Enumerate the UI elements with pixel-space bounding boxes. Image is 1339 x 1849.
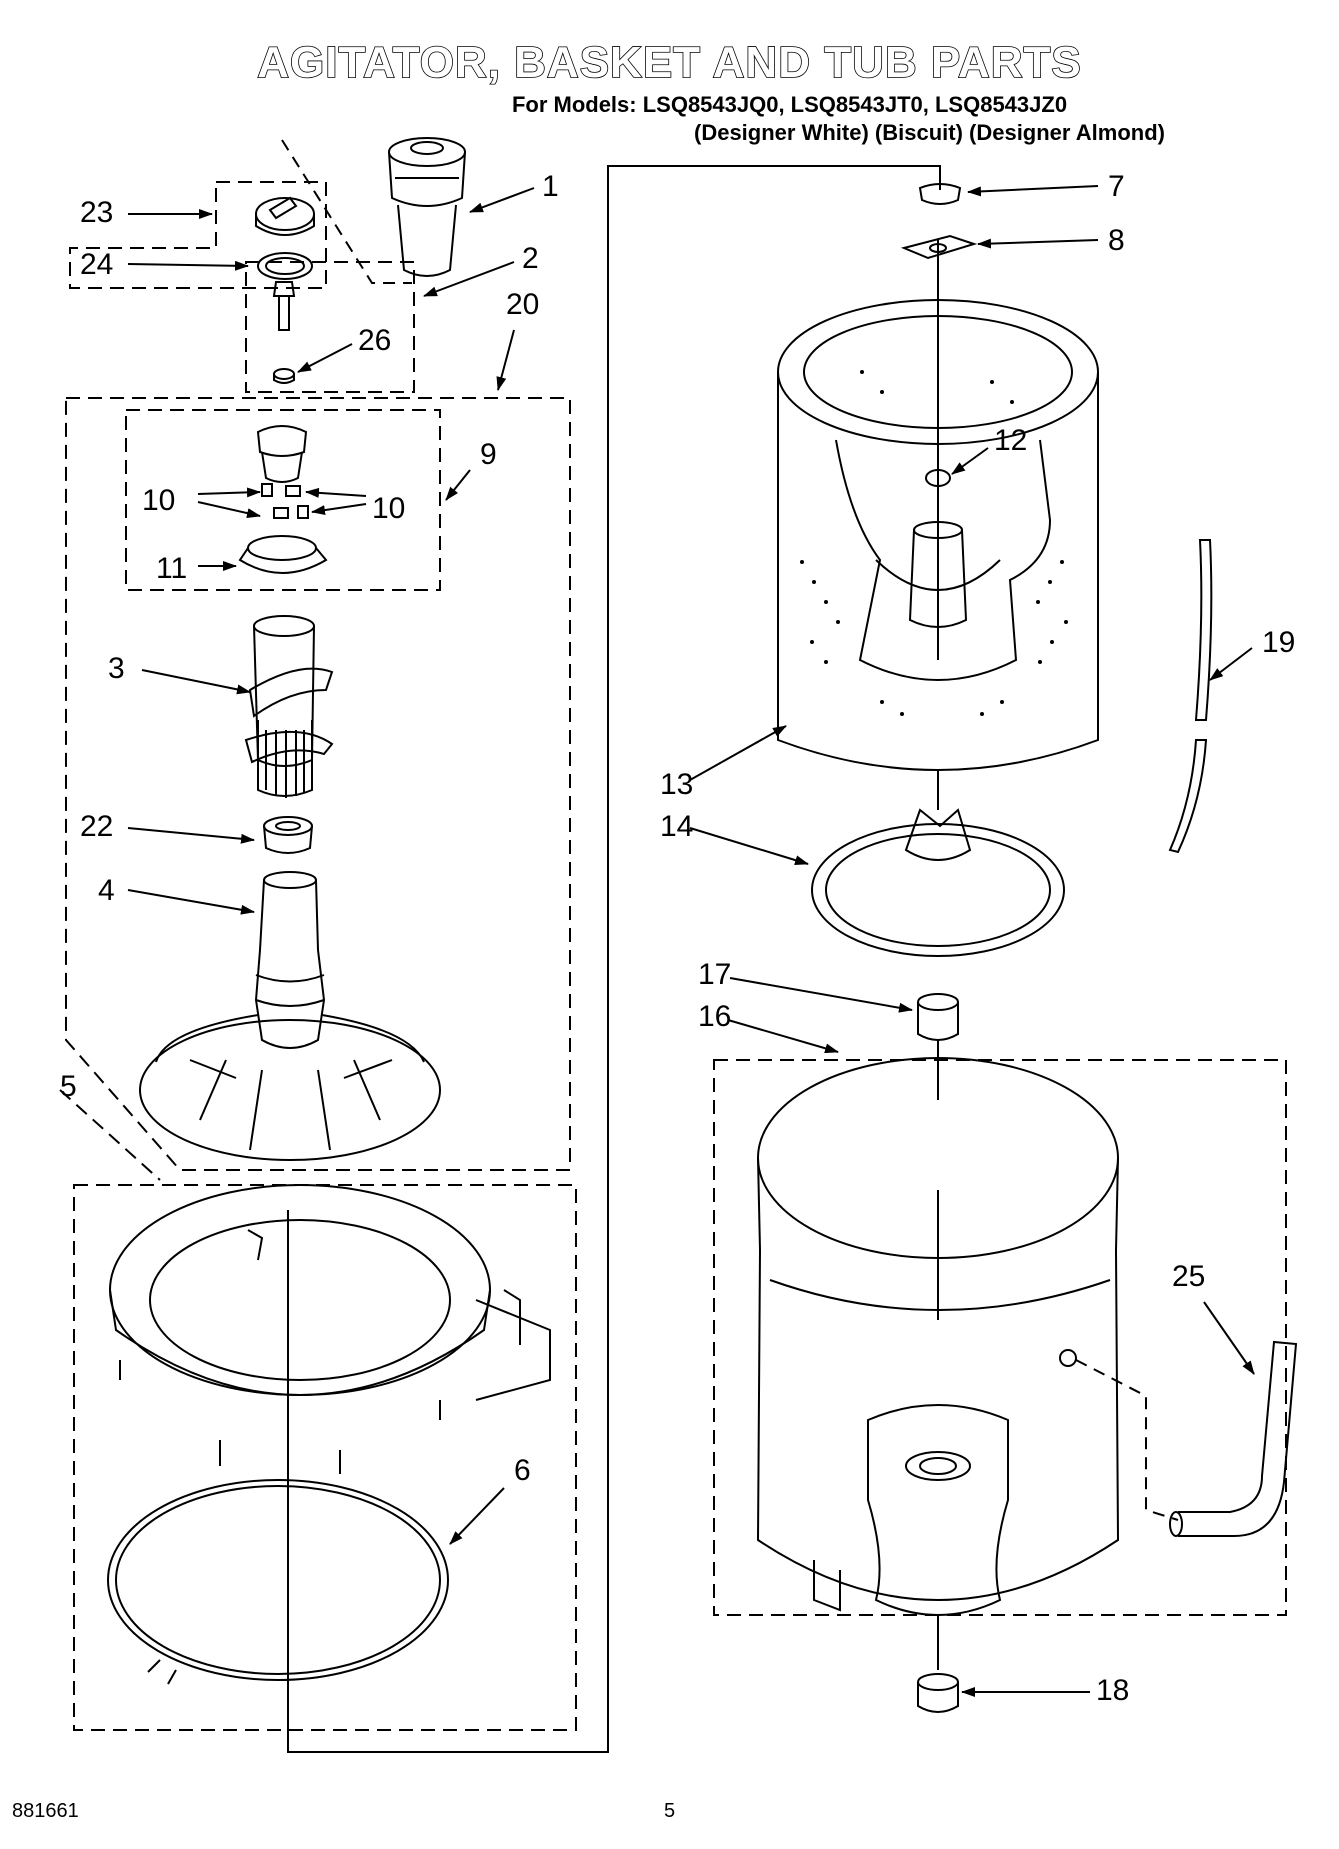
callout-13: 13	[660, 768, 694, 801]
callout-24: 24	[80, 248, 114, 281]
part-1-dispenser-cup	[388, 137, 466, 277]
part-16-outer-tub	[756, 1057, 1120, 1616]
callout-16: 16	[698, 1000, 732, 1033]
callout-5: 5	[60, 1070, 77, 1103]
document-number: 881661	[12, 1800, 79, 1822]
part-5-tub-ring	[109, 1184, 551, 1474]
part-23-cap	[255, 196, 315, 236]
callout-18: 18	[1096, 1674, 1130, 1707]
part-13-basket	[777, 299, 1099, 771]
group-box-20	[65, 397, 571, 1171]
part-14-drive-hub	[811, 808, 1065, 957]
callout-22: 22	[80, 810, 114, 843]
part-22-ring	[263, 816, 313, 854]
part-25-hose	[1075, 1340, 1298, 1537]
part-3-agitator-auger	[244, 615, 334, 798]
part-19-tube	[1168, 539, 1213, 854]
group-box-2	[245, 261, 415, 393]
callout-8: 8	[1108, 224, 1125, 257]
callout-10-right: 10	[372, 492, 406, 525]
callout-19: 19	[1262, 626, 1296, 659]
page-number: 5	[664, 1800, 676, 1822]
callout-1: 1	[542, 170, 559, 203]
callout-12: 12	[994, 424, 1028, 457]
callout-2: 2	[522, 242, 539, 275]
callout-17: 17	[698, 958, 732, 991]
callout-20: 20	[506, 288, 540, 321]
part-2-bolt	[272, 281, 296, 384]
callout-25: 25	[1172, 1260, 1206, 1293]
part-6-ring-seal	[107, 1479, 449, 1685]
part-4-agitator-base	[139, 871, 441, 1161]
page-title: AGITATOR, BASKET AND TUB PARTS	[256, 37, 1082, 88]
part-8-retainer	[900, 234, 978, 260]
models-line: For Models: LSQ8543JQ0, LSQ8543JT0, LSQ8…	[511, 92, 1068, 117]
group-box-5	[73, 1184, 577, 1731]
callout-9: 9	[480, 438, 497, 471]
callout-11: 11	[156, 552, 188, 585]
callout-arrows	[127, 185, 1255, 1697]
callout-4: 4	[98, 874, 115, 907]
callout-14: 14	[660, 810, 694, 843]
callout-23: 23	[80, 196, 114, 229]
part-18-cap	[917, 1673, 959, 1713]
part-7-clip	[918, 183, 962, 205]
part-17-nut	[917, 993, 959, 1041]
group-box-9	[125, 409, 441, 591]
callout-6: 6	[514, 1454, 531, 1487]
callout-10-left: 10	[142, 484, 176, 517]
group-box-16	[713, 1059, 1287, 1616]
callout-26: 26	[358, 324, 392, 357]
group-box-23-24	[69, 181, 327, 289]
part-24-ring	[257, 252, 313, 280]
part-9-cam-assembly	[238, 425, 328, 574]
callout-3: 3	[108, 652, 125, 685]
colors-line: (Designer White) (Biscuit) (Designer Alm…	[694, 120, 1165, 145]
callout-7: 7	[1108, 170, 1125, 203]
